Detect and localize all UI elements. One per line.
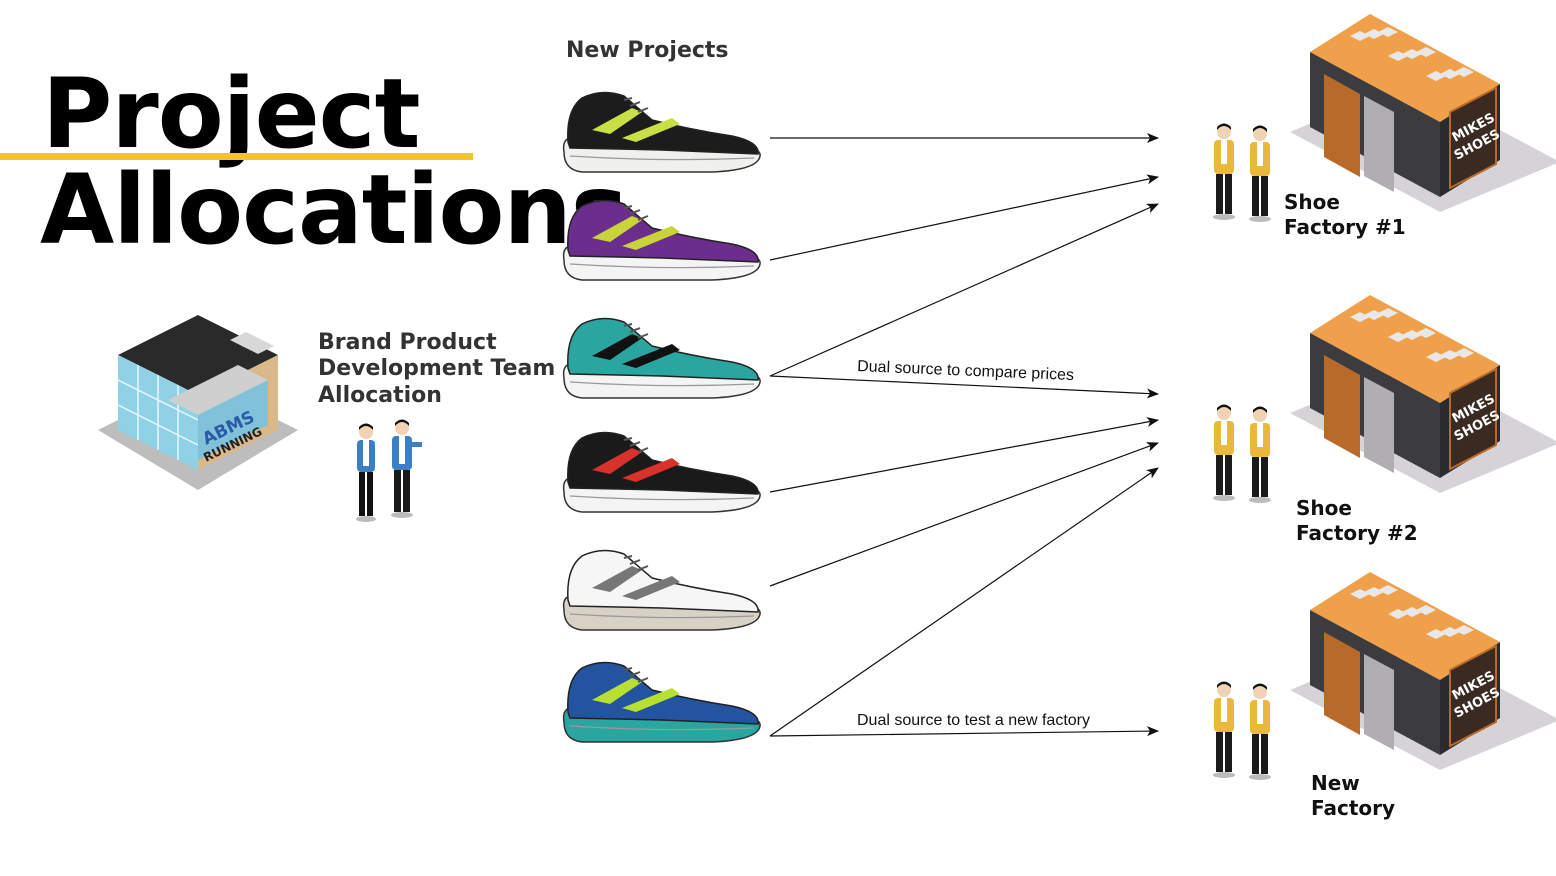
- worker-figure: [1249, 406, 1271, 503]
- teal-shoe-icon: [562, 317, 761, 399]
- blue-green-shoe-stripes: [592, 678, 680, 712]
- purple-shoe-stripes: [592, 216, 680, 250]
- roof-vent: [1378, 585, 1398, 595]
- page-title-line1: Project: [42, 58, 420, 170]
- arrow-shoe3-to-factory2: [769, 375, 1159, 399]
- arrow-shoe5-to-factory2: [769, 442, 1159, 587]
- teal-shoe-laces: [623, 323, 649, 339]
- worker-figure: [1249, 125, 1271, 222]
- roof-vent: [1454, 348, 1474, 358]
- purple-shoe-icon: [562, 199, 761, 281]
- black-yellow-shoe-stripes: [592, 108, 680, 142]
- factory-door: [1324, 355, 1360, 458]
- factory-roof: [1310, 572, 1500, 680]
- arrow-shoe4-to-factory2: [769, 417, 1159, 493]
- white-shoe-midsole-line: [569, 613, 755, 619]
- worker-figure: [1213, 681, 1235, 778]
- blue-green-shoe-laces: [623, 667, 649, 683]
- factory-window-panel: [1364, 96, 1394, 192]
- factory-2-label-line2: Factory #2: [1296, 521, 1418, 545]
- new-factory-label-line1: New: [1311, 771, 1360, 795]
- new-projects-label: New Projects: [566, 38, 729, 63]
- shoes-layer: [562, 91, 761, 743]
- black-red-shoe-midsole-line: [569, 495, 755, 501]
- factory-sign: [1449, 644, 1497, 748]
- roof-vent: [1378, 27, 1398, 37]
- worker-figure: [1213, 404, 1235, 501]
- title-underline: [0, 153, 473, 160]
- arrow-shoe3-to-factory1: [769, 203, 1159, 377]
- brand-team-line3: Allocation: [318, 382, 442, 408]
- roof-vent: [1454, 625, 1474, 635]
- arrow-shoe2-to-factory1: [769, 174, 1159, 261]
- factory-door: [1324, 632, 1360, 735]
- black-red-shoe-icon: [562, 431, 761, 513]
- factory-1-workers-icon: [1213, 123, 1271, 222]
- factory-1-label-line2: Factory #1: [1284, 215, 1406, 239]
- page-title-line2: Allocations: [40, 154, 628, 266]
- roof-vent: [1416, 605, 1436, 615]
- factory-window-panel: [1364, 654, 1394, 750]
- factory-sign: [1449, 367, 1497, 471]
- allocation-arrows: [769, 133, 1159, 737]
- white-shoe-stripes: [592, 566, 680, 600]
- annotation-compare-prices: Dual source to compare prices: [857, 358, 1075, 384]
- factory-3-workers-icon: [1213, 681, 1271, 780]
- purple-shoe-laces: [623, 205, 649, 221]
- roof-vent: [1454, 67, 1474, 77]
- white-shoe-icon: [562, 549, 761, 631]
- black-yellow-shoe-midsole-line: [569, 155, 755, 161]
- black-yellow-shoe-laces: [623, 97, 649, 113]
- black-red-shoe-stripes: [592, 448, 680, 482]
- factory-1-label: Shoe Factory #1: [1284, 190, 1406, 240]
- brand-team-line2: Development Team: [318, 356, 556, 382]
- teal-shoe-stripes: [592, 334, 680, 368]
- factory-roof: [1310, 295, 1500, 403]
- worker-figure: [1213, 123, 1235, 220]
- new-factory-label: New Factory: [1311, 771, 1395, 821]
- blue-green-shoe-midsole-line: [569, 725, 755, 731]
- brand-team-line1: Brand Product: [318, 330, 497, 355]
- black-red-shoe-laces: [623, 437, 649, 453]
- brand-team-label: Brand Product Development Team Allocatio…: [318, 330, 558, 409]
- arrow-shoe6-to-new-factory: [769, 726, 1159, 737]
- teal-shoe-midsole-line: [569, 381, 755, 387]
- purple-shoe-midsole-line: [569, 263, 755, 269]
- factory-door: [1324, 74, 1360, 177]
- worker-figure: [1249, 683, 1271, 780]
- brand-hq-building-icon: ABMS RUNNING: [98, 315, 298, 490]
- blue-green-shoe-icon: [562, 661, 761, 743]
- roof-vent: [1416, 328, 1436, 338]
- factory-roof: [1310, 14, 1500, 122]
- arrow-shoe6-to-factory2: [769, 467, 1159, 737]
- factory-1-label-line1: Shoe: [1284, 190, 1340, 214]
- brand-team-people-icon: [356, 419, 422, 522]
- factory-2-label: Shoe Factory #2: [1296, 496, 1418, 546]
- roof-vent: [1378, 308, 1398, 318]
- roof-vent: [1416, 47, 1436, 57]
- black-yellow-shoe-icon: [562, 91, 761, 173]
- factory-sign: [1449, 86, 1497, 190]
- annotation-test-new-factory: Dual source to test a new factory: [857, 712, 1090, 729]
- white-shoe-laces: [623, 555, 649, 571]
- new-factory-label-line2: Factory: [1311, 796, 1396, 820]
- factory-window-panel: [1364, 377, 1394, 473]
- factory-2-label-line1: Shoe: [1296, 496, 1352, 520]
- factory-2-workers-icon: [1213, 404, 1271, 503]
